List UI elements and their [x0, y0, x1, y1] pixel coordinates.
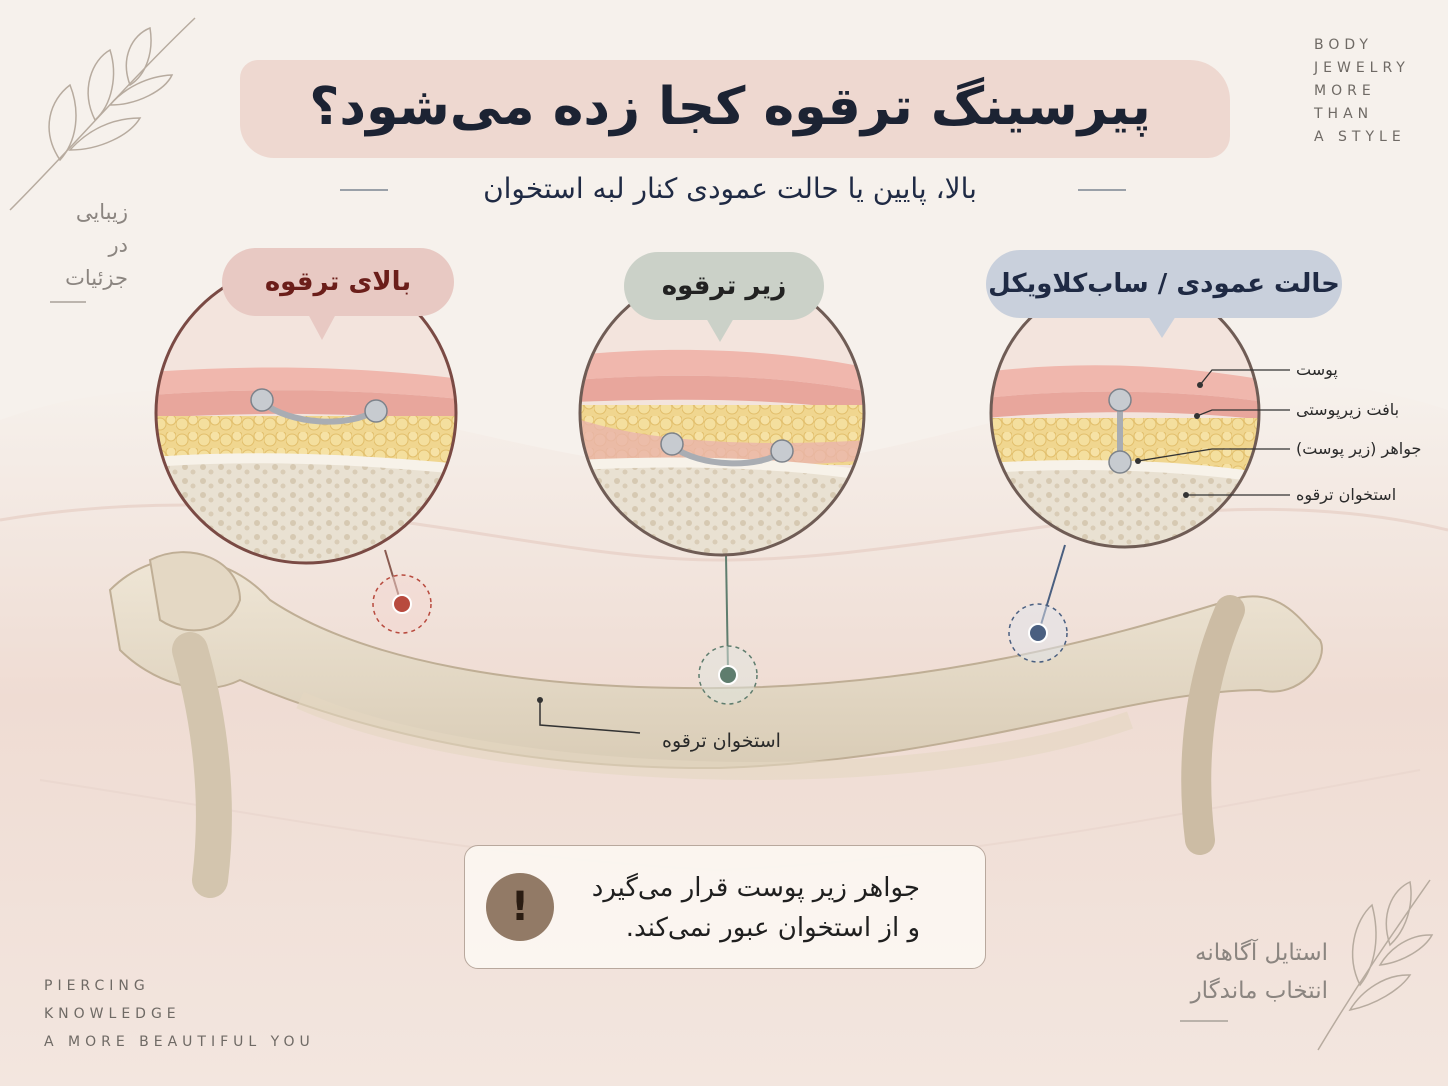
marker-below-dot — [718, 665, 738, 685]
leaf-decoration-bottom-right — [1317, 879, 1434, 1051]
page-title: پیرسینگ ترقوه کجا زده می‌شود؟ — [309, 77, 1151, 137]
corner-top-left: زیبایی در جزئیات — [20, 196, 128, 295]
corner-bl-line: PIERCING — [44, 978, 150, 994]
label-jewelry: جواهر (زیر پوست) — [1296, 439, 1422, 458]
label-skin: پوست — [1296, 360, 1338, 379]
corner-bottom-left: PIERCING KNOWLEDGE A MORE BEAUTIFUL YOU — [44, 972, 315, 1056]
marker-vertical-dot — [1028, 623, 1048, 643]
label-clavicle-bone: استخوان ترقوه — [1296, 485, 1397, 504]
corner-tr-line: BODY — [1314, 37, 1373, 53]
note-text: جواهر زیر پوست قرار می‌گیرد و از استخوان… — [560, 868, 920, 948]
corner-top-right: BODY JEWELRY MORE THAN A STYLE — [1314, 34, 1410, 149]
note-line-2: و از استخوان عبور نمی‌کند. — [625, 913, 920, 943]
corner-tl-line: زیبایی — [75, 200, 128, 224]
subtitle-rule-left — [340, 189, 388, 191]
page-subtitle: بالا، پایین یا حالت عمودی کنار لبه استخو… — [483, 171, 977, 205]
corner-bottom-right: استایل آگاهانه انتخاب ماندگار — [1150, 934, 1328, 1010]
corner-tr-line: MORE — [1314, 83, 1376, 99]
corner-tl-line: جزئیات — [65, 266, 128, 290]
bone-label: استخوان ترقوه — [662, 730, 781, 752]
marker-above-dot — [392, 594, 412, 614]
badge-below-clavicle: زیر ترقوه — [624, 252, 824, 320]
corner-bl-line: KNOWLEDGE — [44, 1006, 181, 1022]
corner-tl-line: در — [108, 233, 129, 257]
corner-tr-line: THAN — [1314, 106, 1374, 122]
label-subcutaneous: بافت زیرپوستی — [1296, 400, 1400, 419]
corner-tr-line: JEWELRY — [1314, 60, 1410, 76]
badge-above-clavicle: بالای ترقوه — [222, 248, 454, 316]
leaf-decoration-top-left — [9, 17, 196, 211]
corner-bl-line: A MORE BEAUTIFUL YOU — [44, 1034, 315, 1050]
note-line-1: جواهر زیر پوست قرار می‌گیرد — [591, 873, 920, 903]
warning-icon: ! — [486, 873, 554, 941]
corner-br-line: استایل آگاهانه — [1195, 940, 1328, 966]
corner-tr-line: A STYLE — [1314, 129, 1406, 145]
corner-br-line: انتخاب ماندگار — [1190, 978, 1328, 1004]
subtitle-rule-right — [1078, 189, 1126, 191]
badge-vertical-subclavicle: حالت عمودی / ساب‌کلاویکل — [986, 250, 1342, 318]
title-brush — [240, 60, 1230, 158]
